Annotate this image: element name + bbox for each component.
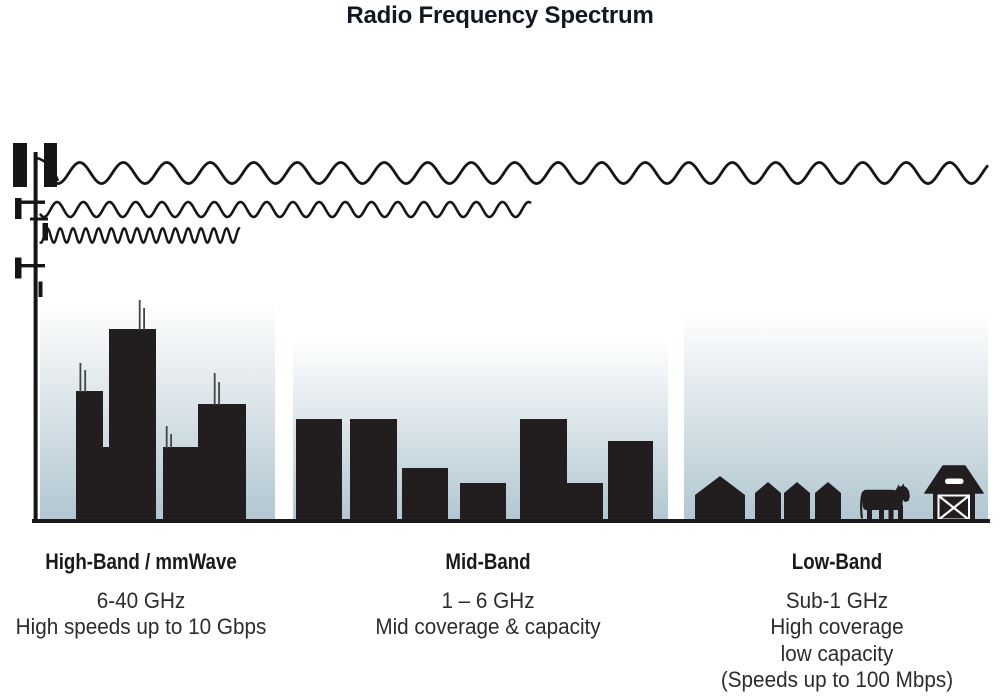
label-mid-band: Mid-Band 1 – 6 GHz Mid coverage & capaci… (348, 550, 628, 641)
high-band-frequency: 6-40 GHz (96, 588, 186, 613)
spectrum-diagram (13, 143, 990, 523)
low-band-description-3: (Speeds up to 100 Mbps) (720, 666, 954, 692)
city-buildings-icon (76, 300, 246, 519)
low-band-description-1: High coverage (770, 614, 904, 640)
label-low-band: Low-Band Sub-1 GHz High coverage low cap… (697, 550, 977, 693)
radio-waves (38, 161, 990, 245)
cow-icon (860, 483, 910, 520)
low-band-heading: Low-Band (791, 549, 883, 574)
mid-band-heading: Mid-Band (445, 549, 531, 574)
mid-rise-buildings-icon (296, 419, 653, 519)
high-band-description: High speeds up to 10 Gbps (15, 614, 267, 640)
label-high-band: High-Band / mmWave 6-40 GHz High speeds … (1, 550, 281, 641)
cell-tower-icon (13, 143, 60, 519)
ground-line (32, 519, 990, 523)
rooftop-antennas (79, 300, 220, 448)
radio-wave-mid-icon (38, 200, 532, 219)
radio-wave-short-icon (39, 226, 241, 245)
radio-wave-long-icon (50, 161, 990, 185)
high-band-heading: High-Band / mmWave (45, 549, 237, 574)
houses-icon (695, 476, 841, 519)
mid-band-description: Mid coverage & capacity (375, 614, 601, 640)
low-band-description-2: low capacity (780, 640, 894, 666)
barn-icon (924, 465, 984, 521)
mid-band-frequency: 1 – 6 GHz (441, 588, 535, 613)
low-band-frequency: Sub-1 GHz (785, 588, 889, 613)
page-title: Radio Frequency Spectrum (346, 2, 654, 29)
